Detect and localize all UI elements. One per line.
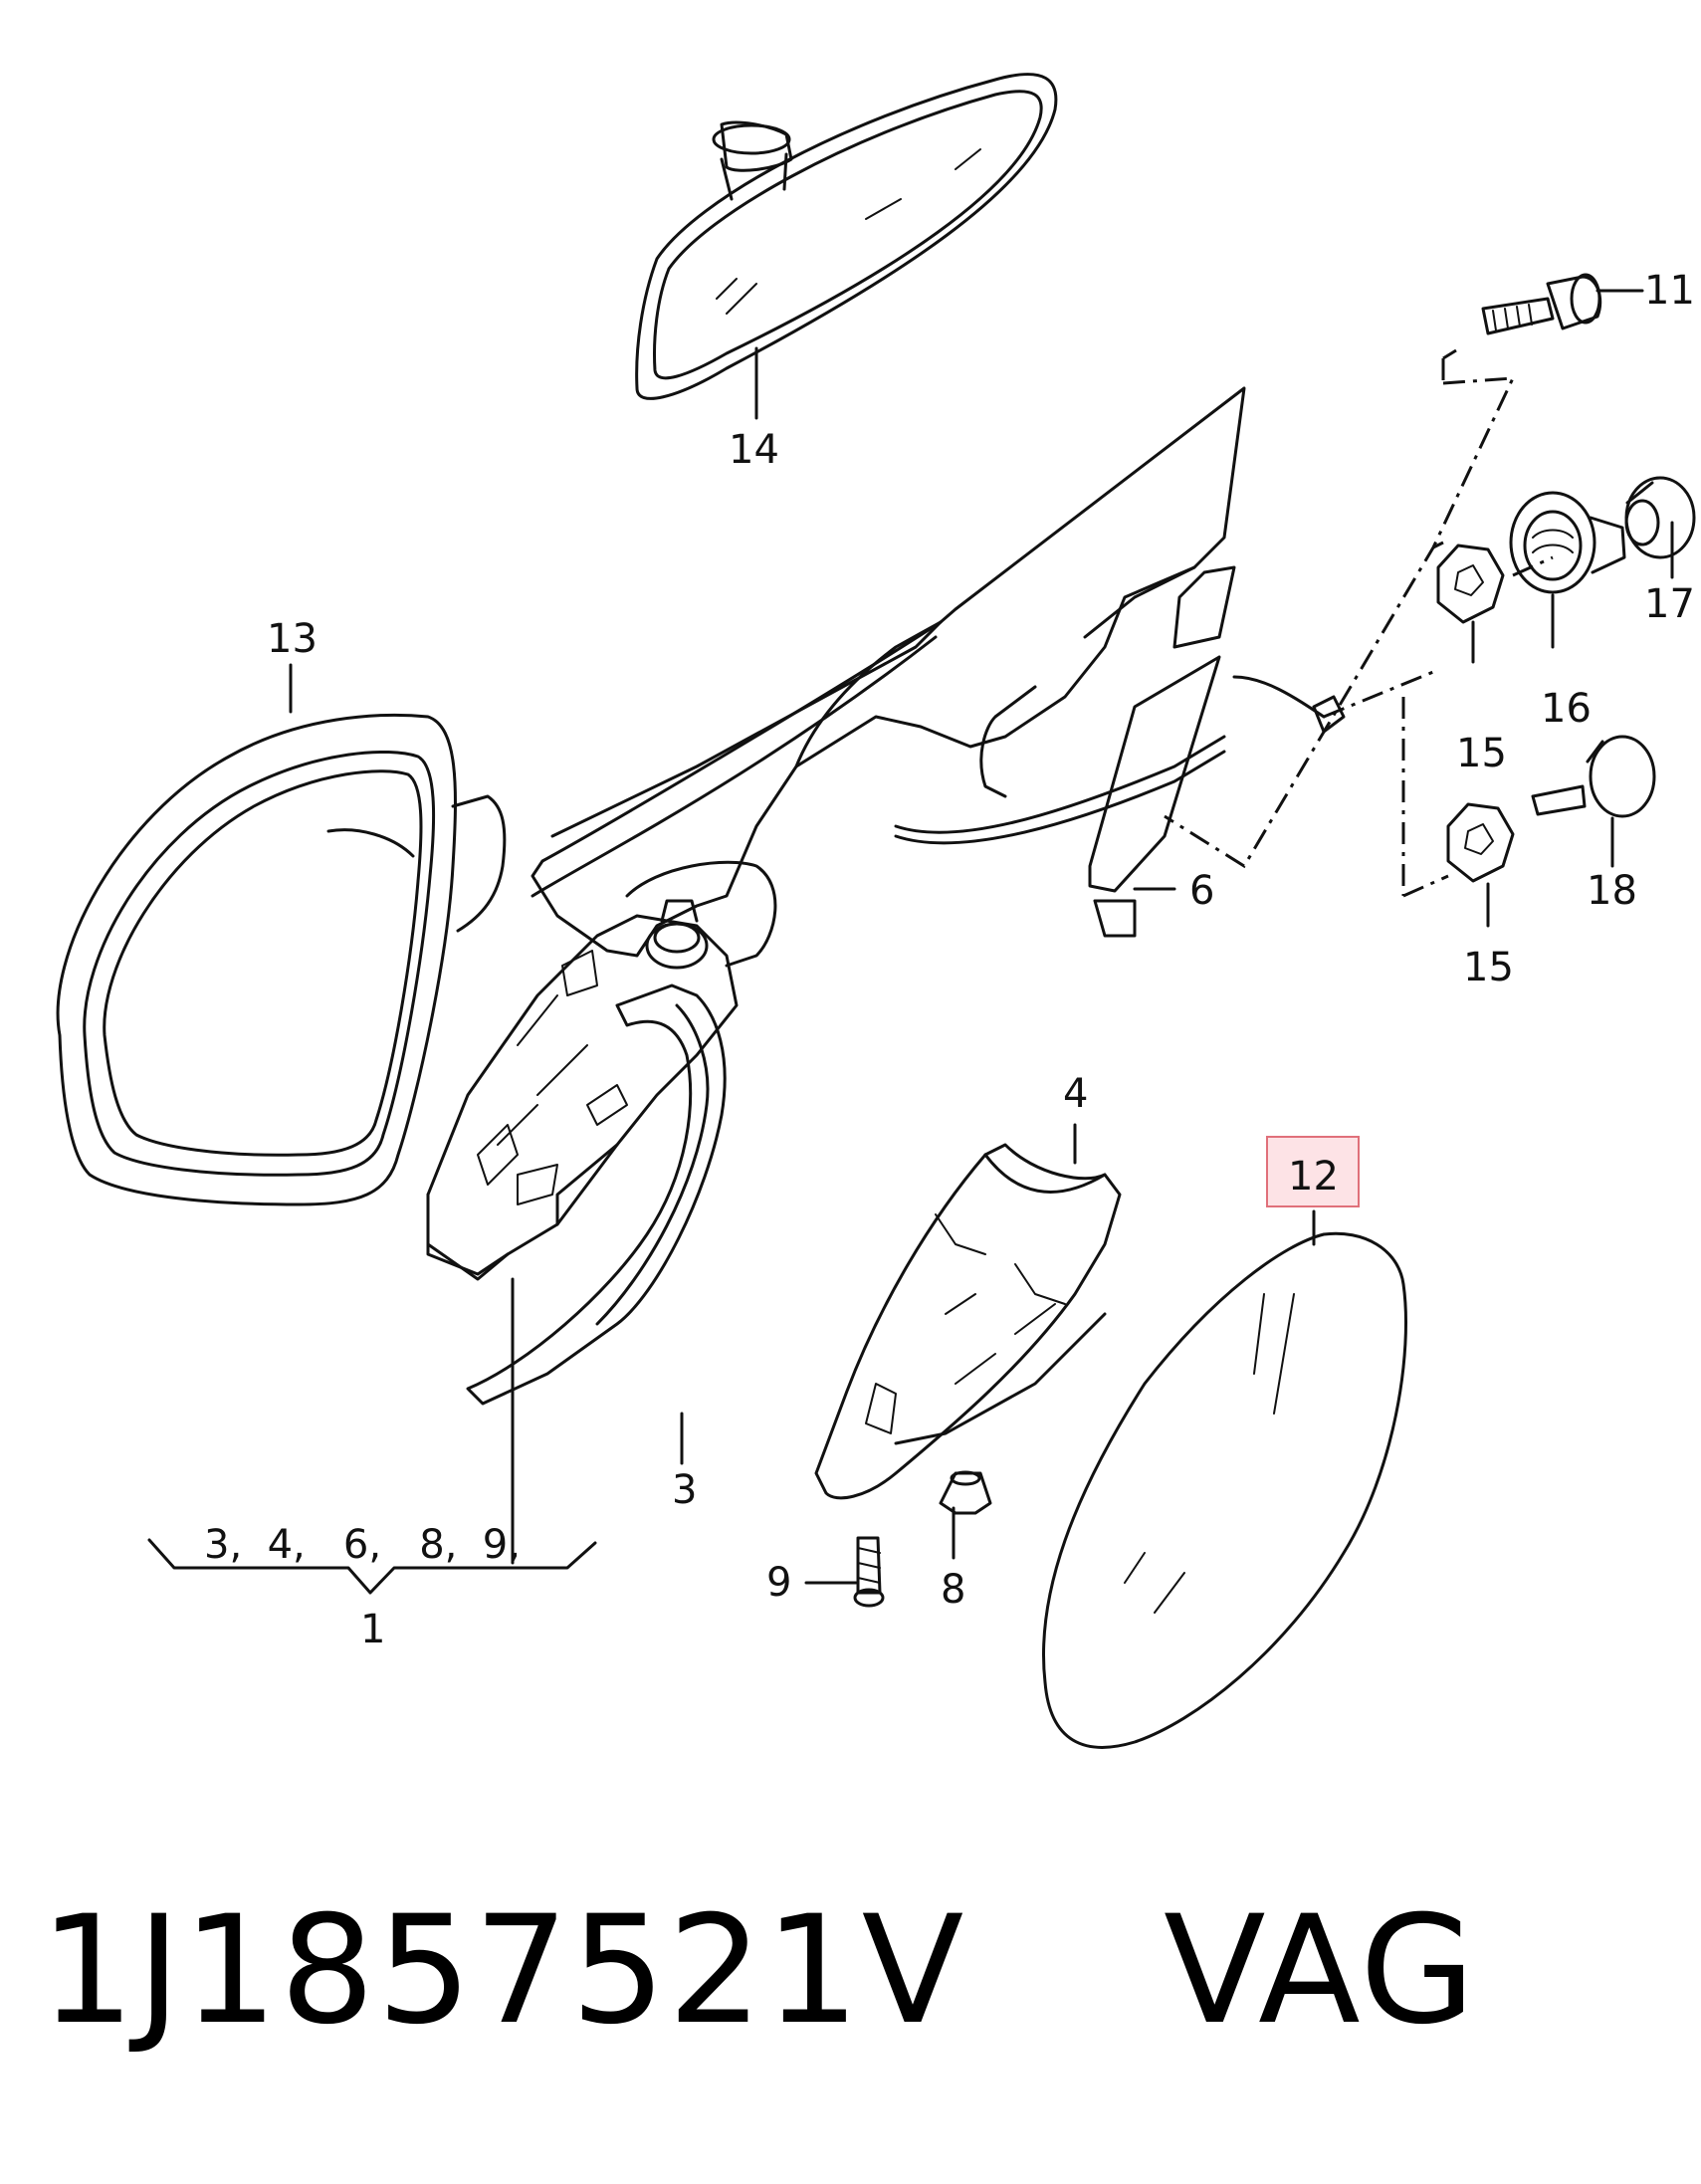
bolt-part-11 <box>1481 273 1602 335</box>
callout-6: 6 <box>1189 868 1214 914</box>
callout-group-list: 3, 4, 6, 8, 9, <box>204 1522 521 1568</box>
backing-plate-part-4 <box>814 1143 1122 1500</box>
highlight-box-part-12 <box>1266 1136 1360 1207</box>
grommet-part-16 <box>1509 491 1626 594</box>
leader-lines <box>147 289 1674 1595</box>
callout-3: 3 <box>672 1467 697 1513</box>
pin-part-18 <box>1531 735 1656 818</box>
screw-part-9 <box>853 1536 885 1608</box>
hex-nut-part-15-lower <box>1446 802 1515 883</box>
callout-4: 4 <box>1063 1071 1088 1117</box>
callout-15-upper: 15 <box>1456 731 1507 776</box>
callout-9: 9 <box>766 1560 791 1606</box>
assembly-axis-lines <box>1323 555 1554 898</box>
callout-13: 13 <box>267 616 318 662</box>
clip-part-8 <box>939 1470 992 1515</box>
trim-part-6 <box>1088 655 1221 938</box>
callout-15-lower: 15 <box>1463 945 1514 990</box>
seal-part-3 <box>466 983 727 1406</box>
mirror-glass-part-12 <box>1041 1231 1407 1749</box>
callout-17: 17 <box>1644 581 1695 627</box>
housing-cover-part-13 <box>56 713 507 1206</box>
callout-16: 16 <box>1541 686 1592 732</box>
callout-11: 11 <box>1644 268 1695 314</box>
interior-mirror-part-14 <box>635 73 1058 400</box>
callout-18: 18 <box>1587 868 1637 914</box>
callout-labels: 14 11 13 17 16 15 6 18 15 4 12 3 3, 4, 6… <box>204 268 1695 1652</box>
callout-12: 12 <box>1288 1154 1339 1200</box>
callout-1: 1 <box>360 1607 385 1652</box>
part-number-title: 1J1857521V VAG <box>40 1884 1478 2058</box>
cap-part-17 <box>1624 476 1696 559</box>
mirror-base-bracket <box>531 348 1516 968</box>
hex-nut-part-15-upper <box>1436 544 1505 624</box>
callout-8: 8 <box>941 1567 965 1613</box>
callout-14: 14 <box>729 427 779 473</box>
